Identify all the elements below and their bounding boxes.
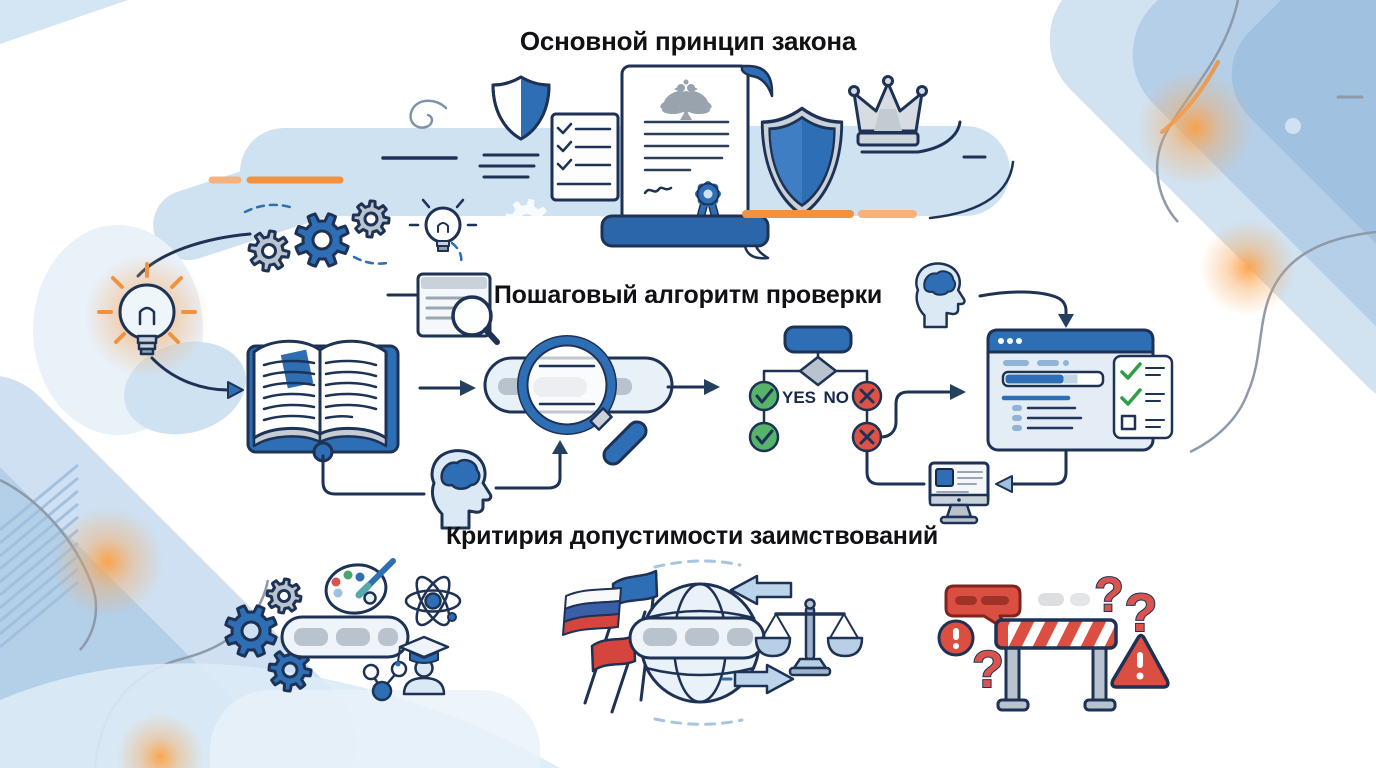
connector-book-to-head <box>321 454 426 496</box>
arrow-book-to-magnifier <box>418 380 476 396</box>
gear-icon <box>224 604 278 658</box>
question-mark-icon: ? <box>1094 569 1123 622</box>
section-title-criteria: Критирия допустимости заимствований <box>445 522 939 550</box>
shield-icon <box>491 75 551 141</box>
open-book-icon <box>246 339 400 463</box>
text-bar <box>280 615 410 659</box>
arrow-magnifier-to-flowchart <box>666 379 720 395</box>
light-bulb-icon <box>85 254 209 378</box>
brain-head-icon <box>430 449 493 530</box>
international-group <box>562 559 864 726</box>
arrow-browser-to-monitor <box>995 450 1068 493</box>
check-circle-icon <box>748 421 780 453</box>
speed-lines-right <box>860 120 1015 220</box>
corner-decoration-top-left <box>0 0 128 44</box>
creativity-group <box>224 558 462 702</box>
decision-diamond-icon <box>798 355 838 387</box>
decision-flowchart: YES NO <box>748 325 966 486</box>
question-mark-icon: ? <box>1125 583 1158 643</box>
brush-icon <box>365 558 396 589</box>
arrow-bulb-to-book <box>150 356 244 399</box>
monitor-icon <box>928 461 990 525</box>
barrier-icon <box>994 618 1118 712</box>
exchange-arrow-icon <box>729 574 793 606</box>
check-circle-icon <box>748 380 780 412</box>
crown-icon <box>848 75 928 147</box>
decree-document-icon <box>600 64 774 260</box>
exclamation-circle-icon <box>937 619 975 657</box>
scales-icon <box>754 598 864 677</box>
faint-gear-icon <box>505 199 549 243</box>
corner-decoration-bottom-left <box>0 375 560 768</box>
eagle-emblem-icon <box>660 79 712 120</box>
yes-label: YES <box>782 388 816 407</box>
section-title-principle: Основной принцип закона <box>519 26 857 56</box>
wind-swirl-icon <box>381 99 540 179</box>
light-bulb-sketch-icon <box>408 198 478 252</box>
restrictions-group: ? ? ? <box>937 568 1170 712</box>
magnifier-bar-icon <box>483 335 674 466</box>
graduate-icon <box>395 635 450 696</box>
no-label: NO <box>824 388 850 407</box>
browser-window-icon <box>986 328 1155 452</box>
exchange-arrow-icon <box>721 663 795 695</box>
connector-flowchart-to-monitor <box>865 449 926 486</box>
document-tray <box>600 214 770 248</box>
dashed-arcs <box>243 203 463 265</box>
checklist-card-icon <box>550 112 620 202</box>
flags-icon <box>562 569 659 673</box>
corner-decoration-top-right <box>1049 0 1376 454</box>
warning-triangle-icon <box>1110 633 1170 689</box>
atom-icon <box>404 575 462 627</box>
arrow-head-to-magnifier <box>494 440 568 490</box>
gear-cluster-top <box>247 199 391 273</box>
faded-chat-pill <box>1070 593 1090 606</box>
section-title-algorithm: Пошаговый алгоритм проверки <box>493 281 883 309</box>
flow-start-icon <box>783 325 853 354</box>
checklist-panel-icon <box>1112 354 1174 440</box>
question-mark-icon: ? <box>972 641 1004 699</box>
palette-icon <box>324 558 396 615</box>
faded-chat-pill <box>1038 593 1064 606</box>
document-search-icon <box>386 272 500 345</box>
gear-icon <box>265 577 303 615</box>
arrow-flowchart-to-browser <box>879 384 966 439</box>
molecule-icon <box>362 660 408 702</box>
arrow-head-to-browser <box>978 290 1074 328</box>
text-bar <box>628 616 766 660</box>
seal-ribbon-icon <box>695 181 721 221</box>
